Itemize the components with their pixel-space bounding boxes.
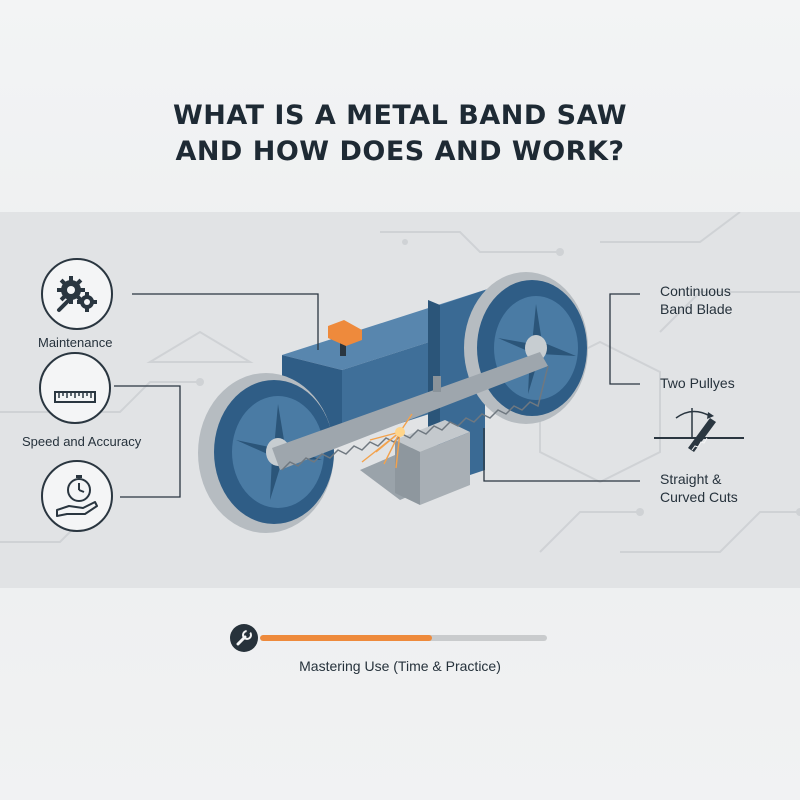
circuit-background — [0, 212, 800, 553]
blade-line-2: Band Blade — [660, 301, 733, 317]
title-line-1: WHAT IS A METAL BAND SAW — [172, 100, 628, 131]
tension-knob — [328, 320, 362, 356]
mastering-progress — [230, 624, 550, 654]
gears-wrench-icon — [57, 276, 97, 312]
maintenance-icon-circle — [41, 258, 113, 330]
spark-glow — [395, 427, 405, 437]
blade-guide — [433, 376, 441, 392]
progress-fill — [260, 635, 433, 641]
speed-icon-circle — [39, 352, 111, 424]
cuts-line-1: Straight & — [660, 471, 722, 487]
wrench-icon — [230, 624, 258, 652]
workpiece-block — [395, 420, 470, 505]
right-pulley-wheel — [464, 272, 588, 424]
progress-track — [260, 635, 547, 641]
page-title: WHAT IS A METAL BAND SAW AND HOW DOES AN… — [0, 98, 800, 170]
label-continuous-band-blade: Continuous Band Blade — [660, 282, 732, 318]
label-straight-curved-cuts: Straight & Curved Cuts — [660, 470, 738, 506]
time-icon-circle — [41, 460, 113, 532]
angle-cut-icon — [654, 408, 744, 452]
diagram-band — [0, 212, 800, 588]
blade-line-1: Continuous — [660, 283, 731, 299]
cuts-line-2: Curved Cuts — [660, 489, 738, 505]
ruler-icon — [54, 391, 96, 403]
label-maintenance: Maintenance — [38, 335, 113, 350]
title-line-2: AND HOW DOES AND WORK? — [175, 136, 625, 167]
callout-lines — [114, 293, 640, 498]
label-two-pulleys: Two Pullyes — [660, 375, 735, 391]
band-blade — [272, 352, 549, 471]
label-speed-accuracy: Speed and Accuracy — [22, 434, 142, 449]
progress-label: Mastering Use (Time & Practice) — [299, 658, 501, 674]
stopwatch-hand-icon — [56, 475, 98, 517]
